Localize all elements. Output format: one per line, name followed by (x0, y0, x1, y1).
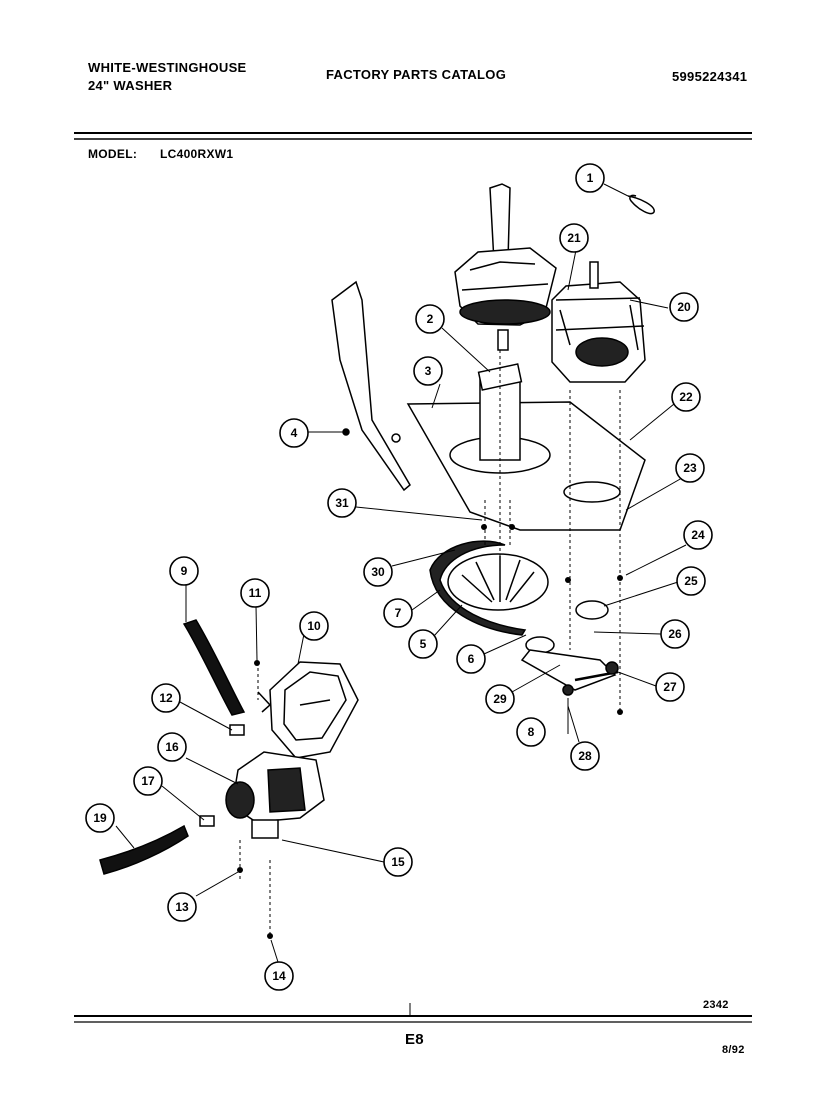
brand-name: WHITE-WESTINGHOUSE (88, 60, 247, 75)
callout-22: 22 (671, 382, 701, 412)
callout-9: 9 (169, 556, 199, 586)
callout-16: 16 (157, 732, 187, 762)
callout-6: 6 (456, 644, 486, 674)
callout-31: 31 (327, 488, 357, 518)
callout-2: 2 (415, 304, 445, 334)
callout-3: 3 (413, 356, 443, 386)
callout-8: 8 (516, 717, 546, 747)
callout-11: 11 (240, 578, 270, 608)
callout-1: 1 (575, 163, 605, 193)
callout-25: 25 (676, 566, 706, 596)
svg-text:4: 4 (291, 426, 298, 440)
side-bracket (331, 280, 411, 492)
callout-23: 23 (675, 453, 705, 483)
callout-24: 24 (683, 520, 713, 550)
svg-text:16: 16 (165, 740, 179, 754)
pump-assembly (199, 691, 325, 839)
callout-21: 21 (559, 223, 589, 253)
callout-17: 17 (133, 766, 163, 796)
callout-20: 20 (669, 292, 699, 322)
header-rules (74, 132, 752, 140)
svg-text:1: 1 (587, 171, 594, 185)
svg-text:2: 2 (427, 312, 434, 326)
pump-cover (269, 661, 359, 759)
product-name: 24" WASHER (88, 78, 173, 93)
callout-7: 7 (383, 598, 413, 628)
svg-text:17: 17 (141, 774, 155, 788)
callout-12: 12 (151, 683, 181, 713)
callout-30: 30 (363, 557, 393, 587)
catalog-title: FACTORY PARTS CATALOG (326, 67, 507, 82)
svg-text:10: 10 (307, 619, 321, 633)
svg-text:31: 31 (335, 496, 349, 510)
callout-4: 4 (279, 418, 309, 448)
svg-text:3: 3 (425, 364, 432, 378)
callout-labels: 1 2 3 4 5 6 7 8 9 10 11 12 13 14 15 16 1… (85, 163, 713, 991)
part-1-clip (627, 194, 655, 215)
svg-text:9: 9 (181, 564, 188, 578)
svg-text:29: 29 (493, 692, 507, 706)
svg-text:15: 15 (391, 855, 405, 869)
diagram-code: 2342 (703, 999, 729, 1011)
model-value: LC400RXW1 (160, 147, 234, 161)
svg-text:14: 14 (272, 969, 286, 983)
svg-text:12: 12 (159, 691, 173, 705)
motor-assembly (551, 261, 646, 383)
hose-19 (99, 824, 189, 875)
transmission-assembly (454, 183, 557, 351)
screws (237, 429, 623, 939)
revision-date: 8/92 (722, 1044, 745, 1056)
svg-text:30: 30 (371, 565, 385, 579)
callout-26: 26 (660, 619, 690, 649)
callout-27: 27 (655, 672, 685, 702)
callout-19: 19 (85, 803, 115, 833)
assembly-dashed-lines (239, 350, 621, 935)
svg-text:22: 22 (679, 390, 693, 404)
leader-lines (115, 183, 687, 963)
base-plate (406, 363, 646, 531)
svg-text:21: 21 (567, 231, 581, 245)
svg-text:27: 27 (663, 680, 677, 694)
model-label: MODEL: (88, 147, 138, 161)
callout-10: 10 (299, 611, 329, 641)
svg-text:23: 23 (683, 461, 697, 475)
svg-text:5: 5 (420, 637, 427, 651)
pulley-and-belt (429, 540, 619, 696)
page-number: E8 (405, 1031, 424, 1048)
callout-15: 15 (383, 847, 413, 877)
footer-rules (74, 1003, 752, 1023)
callout-14: 14 (264, 961, 294, 991)
svg-text:24: 24 (691, 528, 705, 542)
callout-5: 5 (408, 629, 438, 659)
svg-text:25: 25 (684, 574, 698, 588)
callout-13: 13 (167, 892, 197, 922)
callout-29: 29 (485, 684, 515, 714)
callout-28: 28 (570, 741, 600, 771)
svg-text:8: 8 (528, 725, 535, 739)
catalog-part-number: 5995224341 (672, 69, 748, 84)
svg-text:28: 28 (578, 749, 592, 763)
svg-text:7: 7 (395, 606, 402, 620)
svg-text:26: 26 (668, 627, 682, 641)
svg-text:13: 13 (175, 900, 189, 914)
svg-text:11: 11 (249, 586, 262, 600)
svg-text:20: 20 (677, 300, 691, 314)
svg-text:19: 19 (93, 811, 107, 825)
hose-9 (182, 619, 246, 716)
svg-text:6: 6 (468, 652, 475, 666)
